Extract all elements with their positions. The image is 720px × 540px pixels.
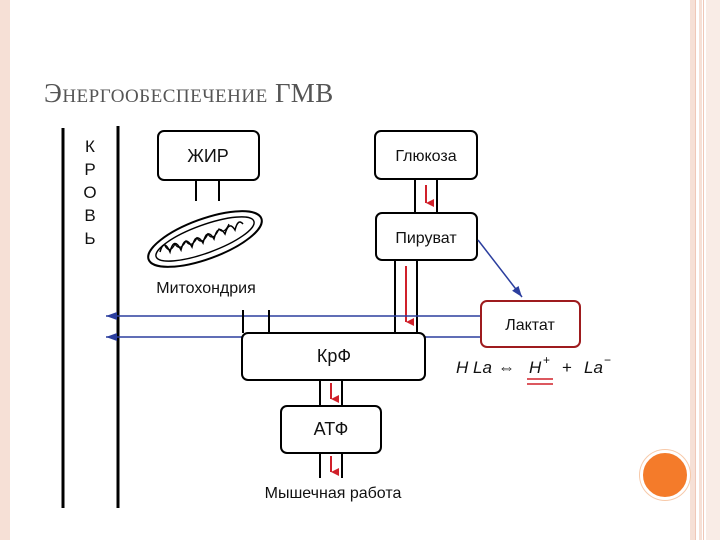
pyruvate-to-lactate-arrow [477, 239, 523, 298]
blood-label-letter: Р [84, 160, 95, 179]
creatine-phosphate-box-label: КрФ [317, 346, 351, 366]
muscle-work-label: Мышечная работа [265, 485, 402, 502]
equation-arrow: ⇔ [498, 358, 515, 377]
frame-right-border [690, 0, 695, 540]
frame-right-line [695, 0, 696, 540]
blood-label-letter: К [85, 137, 95, 156]
glucose-box [374, 130, 478, 180]
equation-lhs: H La [456, 358, 492, 377]
equation-h-charge: + [543, 353, 550, 367]
slide-title-smallcaps: нергообеспечение [62, 86, 268, 107]
glucose-box-label: Глюкоза [395, 148, 456, 165]
frame-right-border [699, 0, 702, 540]
frame-left-border [0, 0, 10, 540]
blood-label-letter: О [83, 183, 96, 202]
pyruvate-box-label: Пируват [395, 230, 457, 247]
equation-la: La [584, 358, 603, 377]
frame-right-line [703, 0, 704, 540]
frame-right-border [706, 0, 720, 540]
fat-box-label: ЖИР [187, 146, 229, 166]
blood-label-letter: Ь [84, 229, 95, 248]
slide-title-tail: ГМВ [267, 78, 334, 108]
equation-la-charge: − [604, 353, 611, 367]
creatine-phosphate-box [241, 332, 426, 381]
fat-box [157, 130, 260, 181]
atp-box-label: АТФ [314, 419, 349, 439]
equation-plus: + [562, 358, 572, 377]
slide-title: Энергообеспечение ГМВ [44, 78, 334, 109]
slide-title-initial: Э [44, 78, 63, 108]
equation-h-ion: H [529, 358, 542, 377]
atp-box [280, 405, 382, 454]
pyruvate-box [375, 212, 478, 261]
lactate-box [480, 300, 581, 348]
lactic-acid-equation: H La ⇔ H + + La − [456, 353, 611, 385]
blood-label-letter: В [84, 206, 95, 225]
lactate-box-label: Лактат [505, 317, 555, 334]
mitochondria-label: Митохондрия [156, 280, 256, 297]
decorative-orange-circle [640, 450, 690, 500]
mitochondrion-illustration [147, 210, 263, 268]
